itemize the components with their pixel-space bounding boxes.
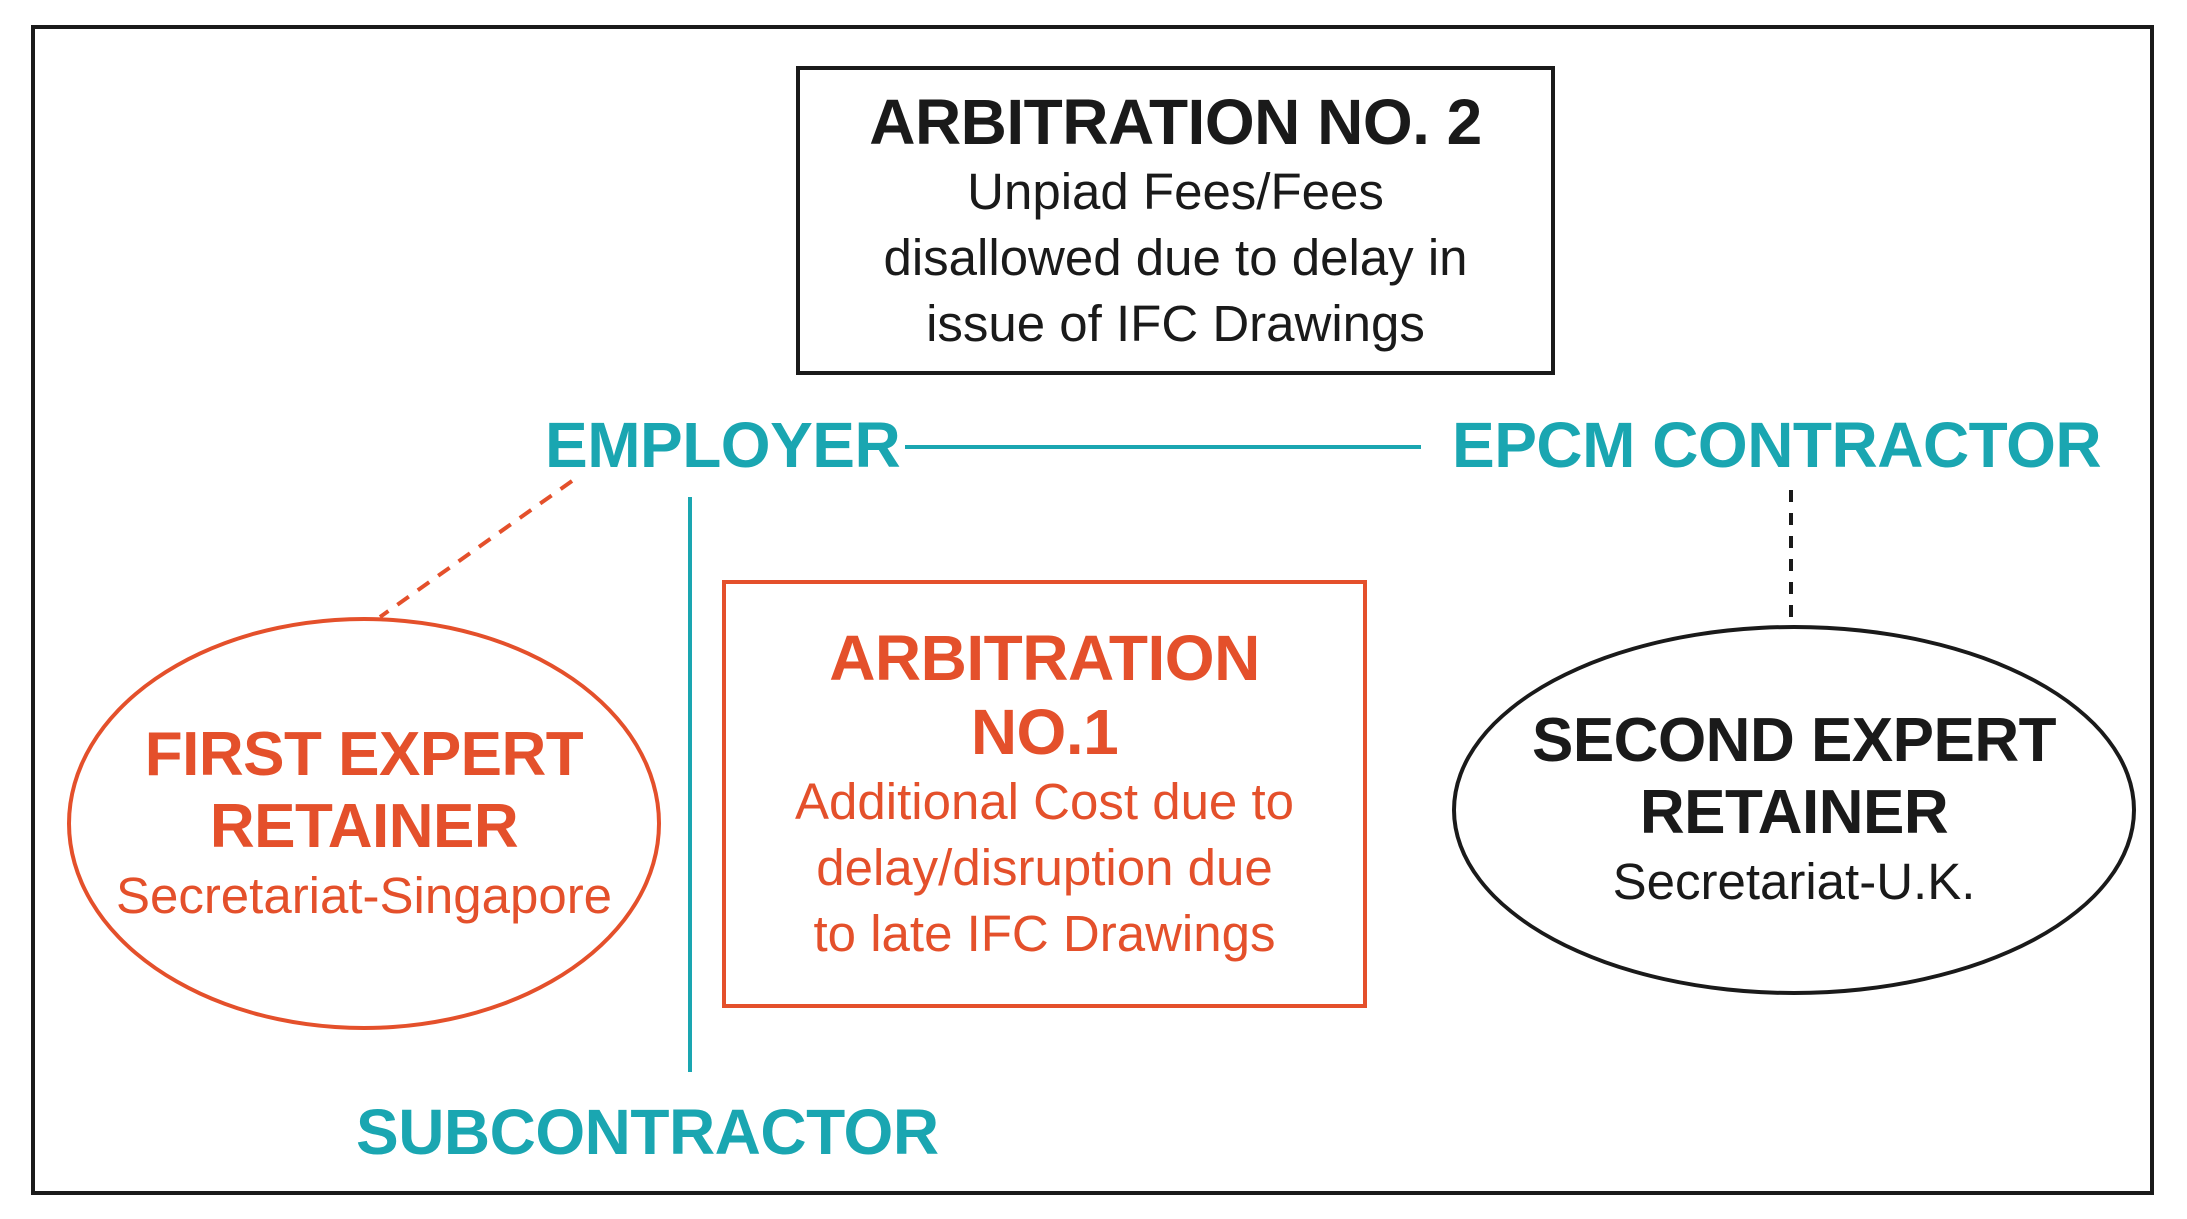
subcontractor-label: SUBCONTRACTOR xyxy=(356,1096,939,1168)
arbitration-1-description-line: Additional Cost due to xyxy=(795,773,1294,830)
second-expert-subtitle: Secretariat-U.K. xyxy=(1612,853,1976,910)
second-expert-title-line: SECOND EXPERT xyxy=(1531,706,2057,775)
second-expert-title-line: RETAINER xyxy=(1639,778,1949,847)
arbitration-2-description-line: issue of IFC Drawings xyxy=(926,294,1425,352)
first-expert-title-line: FIRST EXPERT xyxy=(144,719,584,789)
employer-first-expert-dashed-connector xyxy=(378,479,574,619)
arbitration-1-box: ARBITRATION NO.1 Additional Cost due to … xyxy=(722,580,1367,1008)
arbitration-2-title: ARBITRATION NO. 2 xyxy=(869,85,1482,158)
employer-label: EMPLOYER xyxy=(545,409,901,481)
arbitration-2-description-line: disallowed due to delay in xyxy=(883,228,1468,286)
second-expert-ellipse: SECOND EXPERT RETAINER Secretariat-U.K. xyxy=(1452,625,2136,995)
first-expert-subtitle: Secretariat-Singapore xyxy=(115,866,613,924)
arbitration-1-title-line: NO.1 xyxy=(970,696,1119,768)
arbitration-1-description-line: to late IFC Drawings xyxy=(813,905,1276,962)
first-expert-title-line: RETAINER xyxy=(209,791,519,861)
arbitration-1-description-line: delay/disruption due xyxy=(816,839,1273,896)
arbitration-1-title-line: ARBITRATION xyxy=(829,622,1260,694)
first-expert-ellipse: FIRST EXPERT RETAINER Secretariat-Singap… xyxy=(67,617,661,1030)
arbitration-2-description-line: Unpiad Fees/Fees xyxy=(967,162,1384,220)
diagram-frame xyxy=(31,25,2154,1195)
arbitration-2-box: ARBITRATION NO. 2 Unpiad Fees/Fees disal… xyxy=(796,66,1555,375)
epcm-contractor-label: EPCM CONTRACTOR xyxy=(1452,409,2102,481)
